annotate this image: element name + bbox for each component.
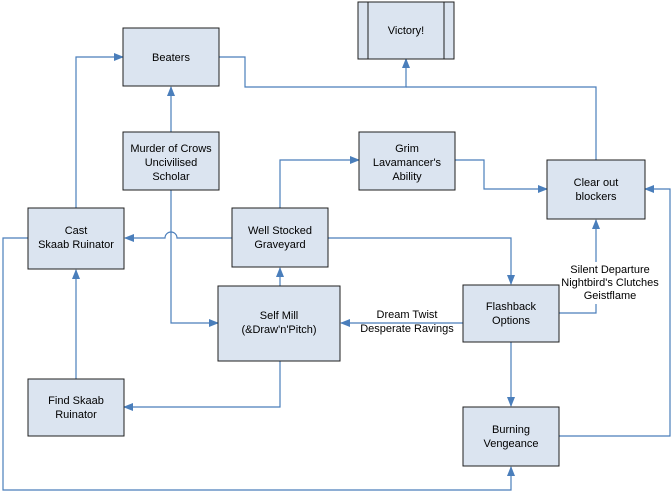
- edge-label-nightbirds-clutches: Nightbird's Clutches: [561, 277, 659, 289]
- edge-beaters-to-victory: [219, 56, 410, 88]
- node-flashback-options: Flashback Options: [462, 284, 560, 343]
- node-clear-line-1: Clear out: [574, 177, 619, 189]
- node-grim-lavamancer: Grim Lavamancer's Ability: [358, 131, 456, 191]
- node-clear-line-2: blockers: [576, 191, 617, 203]
- edge-burning-to-clear: [559, 185, 671, 437]
- node-murder-line-1: Murder of Crows: [130, 143, 212, 155]
- node-cast-line-2: Skaab Ruinator: [38, 239, 114, 251]
- node-clear-out-blockers: Clear out blockers: [546, 159, 646, 220]
- node-well-line-1: Well Stocked: [248, 225, 312, 237]
- edges: [2, 53, 671, 491]
- edge-label-dream-twist: Dream Twist: [377, 309, 438, 321]
- edge-label-desperate-ravings: Desperate Ravings: [360, 323, 454, 335]
- node-find-skaab-ruinator: Find Skaab Ruinator: [27, 378, 125, 437]
- edge-cast-to-beaters: [75, 53, 124, 208]
- node-well-stocked-graveyard: Well Stocked Graveyard: [231, 207, 329, 268]
- node-beaters: Beaters: [122, 27, 220, 87]
- node-burning-line-2: Vengeance: [483, 438, 538, 450]
- node-cast-skaab-ruinator: Cast Skaab Ruinator: [27, 207, 125, 270]
- edge-label-silent-departure: Silent Departure: [570, 264, 650, 276]
- edge-label-geistflame: Geistflame: [584, 290, 637, 302]
- node-self-mill: Self Mill (&Draw'n'Pitch): [217, 285, 341, 362]
- edge-well-to-cast: [124, 231, 232, 242]
- node-grim-line-1: Grim: [395, 143, 419, 155]
- node-murder-of-crows: Murder of Crows Uncivilised Scholar: [122, 131, 220, 191]
- edge-flashback-to-clear: [559, 219, 600, 314]
- node-cast-line-1: Cast: [65, 225, 88, 237]
- node-well-line-2: Graveyard: [254, 239, 305, 251]
- node-self-mill-line-1: Self Mill: [260, 310, 299, 322]
- node-burning-line-1: Burning: [492, 424, 530, 436]
- node-flashback-line-2: Options: [492, 315, 530, 327]
- node-beaters-label: Beaters: [152, 52, 190, 64]
- node-victory: Victory!: [357, 1, 455, 60]
- node-find-line-1: Find Skaab: [48, 395, 104, 407]
- node-burning-vengeance: Burning Vengeance: [462, 406, 560, 467]
- edge-clear-to-victory: [406, 86, 597, 160]
- node-flashback-line-1: Flashback: [486, 301, 537, 313]
- edge-cast-to-burning: [2, 237, 515, 491]
- edge-grim-to-clear: [455, 159, 548, 193]
- edge-murder-to-self-mill: [170, 190, 219, 327]
- node-grim-line-2: Lavamancer's: [373, 157, 442, 169]
- node-find-line-2: Ruinator: [55, 409, 97, 421]
- node-murder-line-3: Scholar: [152, 171, 190, 183]
- edge-label-background: [553, 262, 667, 304]
- node-self-mill-line-2: (&Draw'n'Pitch): [241, 324, 316, 336]
- node-murder-line-2: Uncivilised: [145, 157, 198, 169]
- edge-well-to-grim: [279, 156, 360, 208]
- node-victory-label: Victory!: [388, 25, 424, 37]
- edge-well-to-flashback: [328, 237, 515, 285]
- node-grim-line-3: Ability: [392, 171, 422, 183]
- edge-self-mill-to-find: [123, 361, 281, 411]
